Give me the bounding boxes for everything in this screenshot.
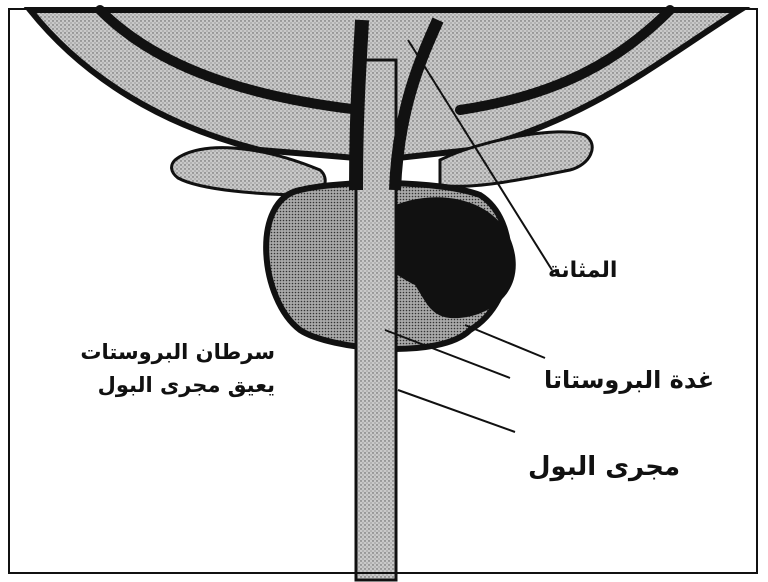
label-bladder: المثانة xyxy=(548,258,617,284)
label-cancer-line1: سرطان البروستات xyxy=(60,340,275,365)
label-cancer-block: سرطان البروستات يعيق مجرى البول xyxy=(60,340,275,406)
label-cancer-line2: يعيق مجرى البول xyxy=(60,373,275,398)
label-prostate-gland: غدة البروستاتا xyxy=(544,366,714,395)
label-urethra: مجرى البول xyxy=(528,452,680,483)
figure-frame xyxy=(8,8,758,574)
